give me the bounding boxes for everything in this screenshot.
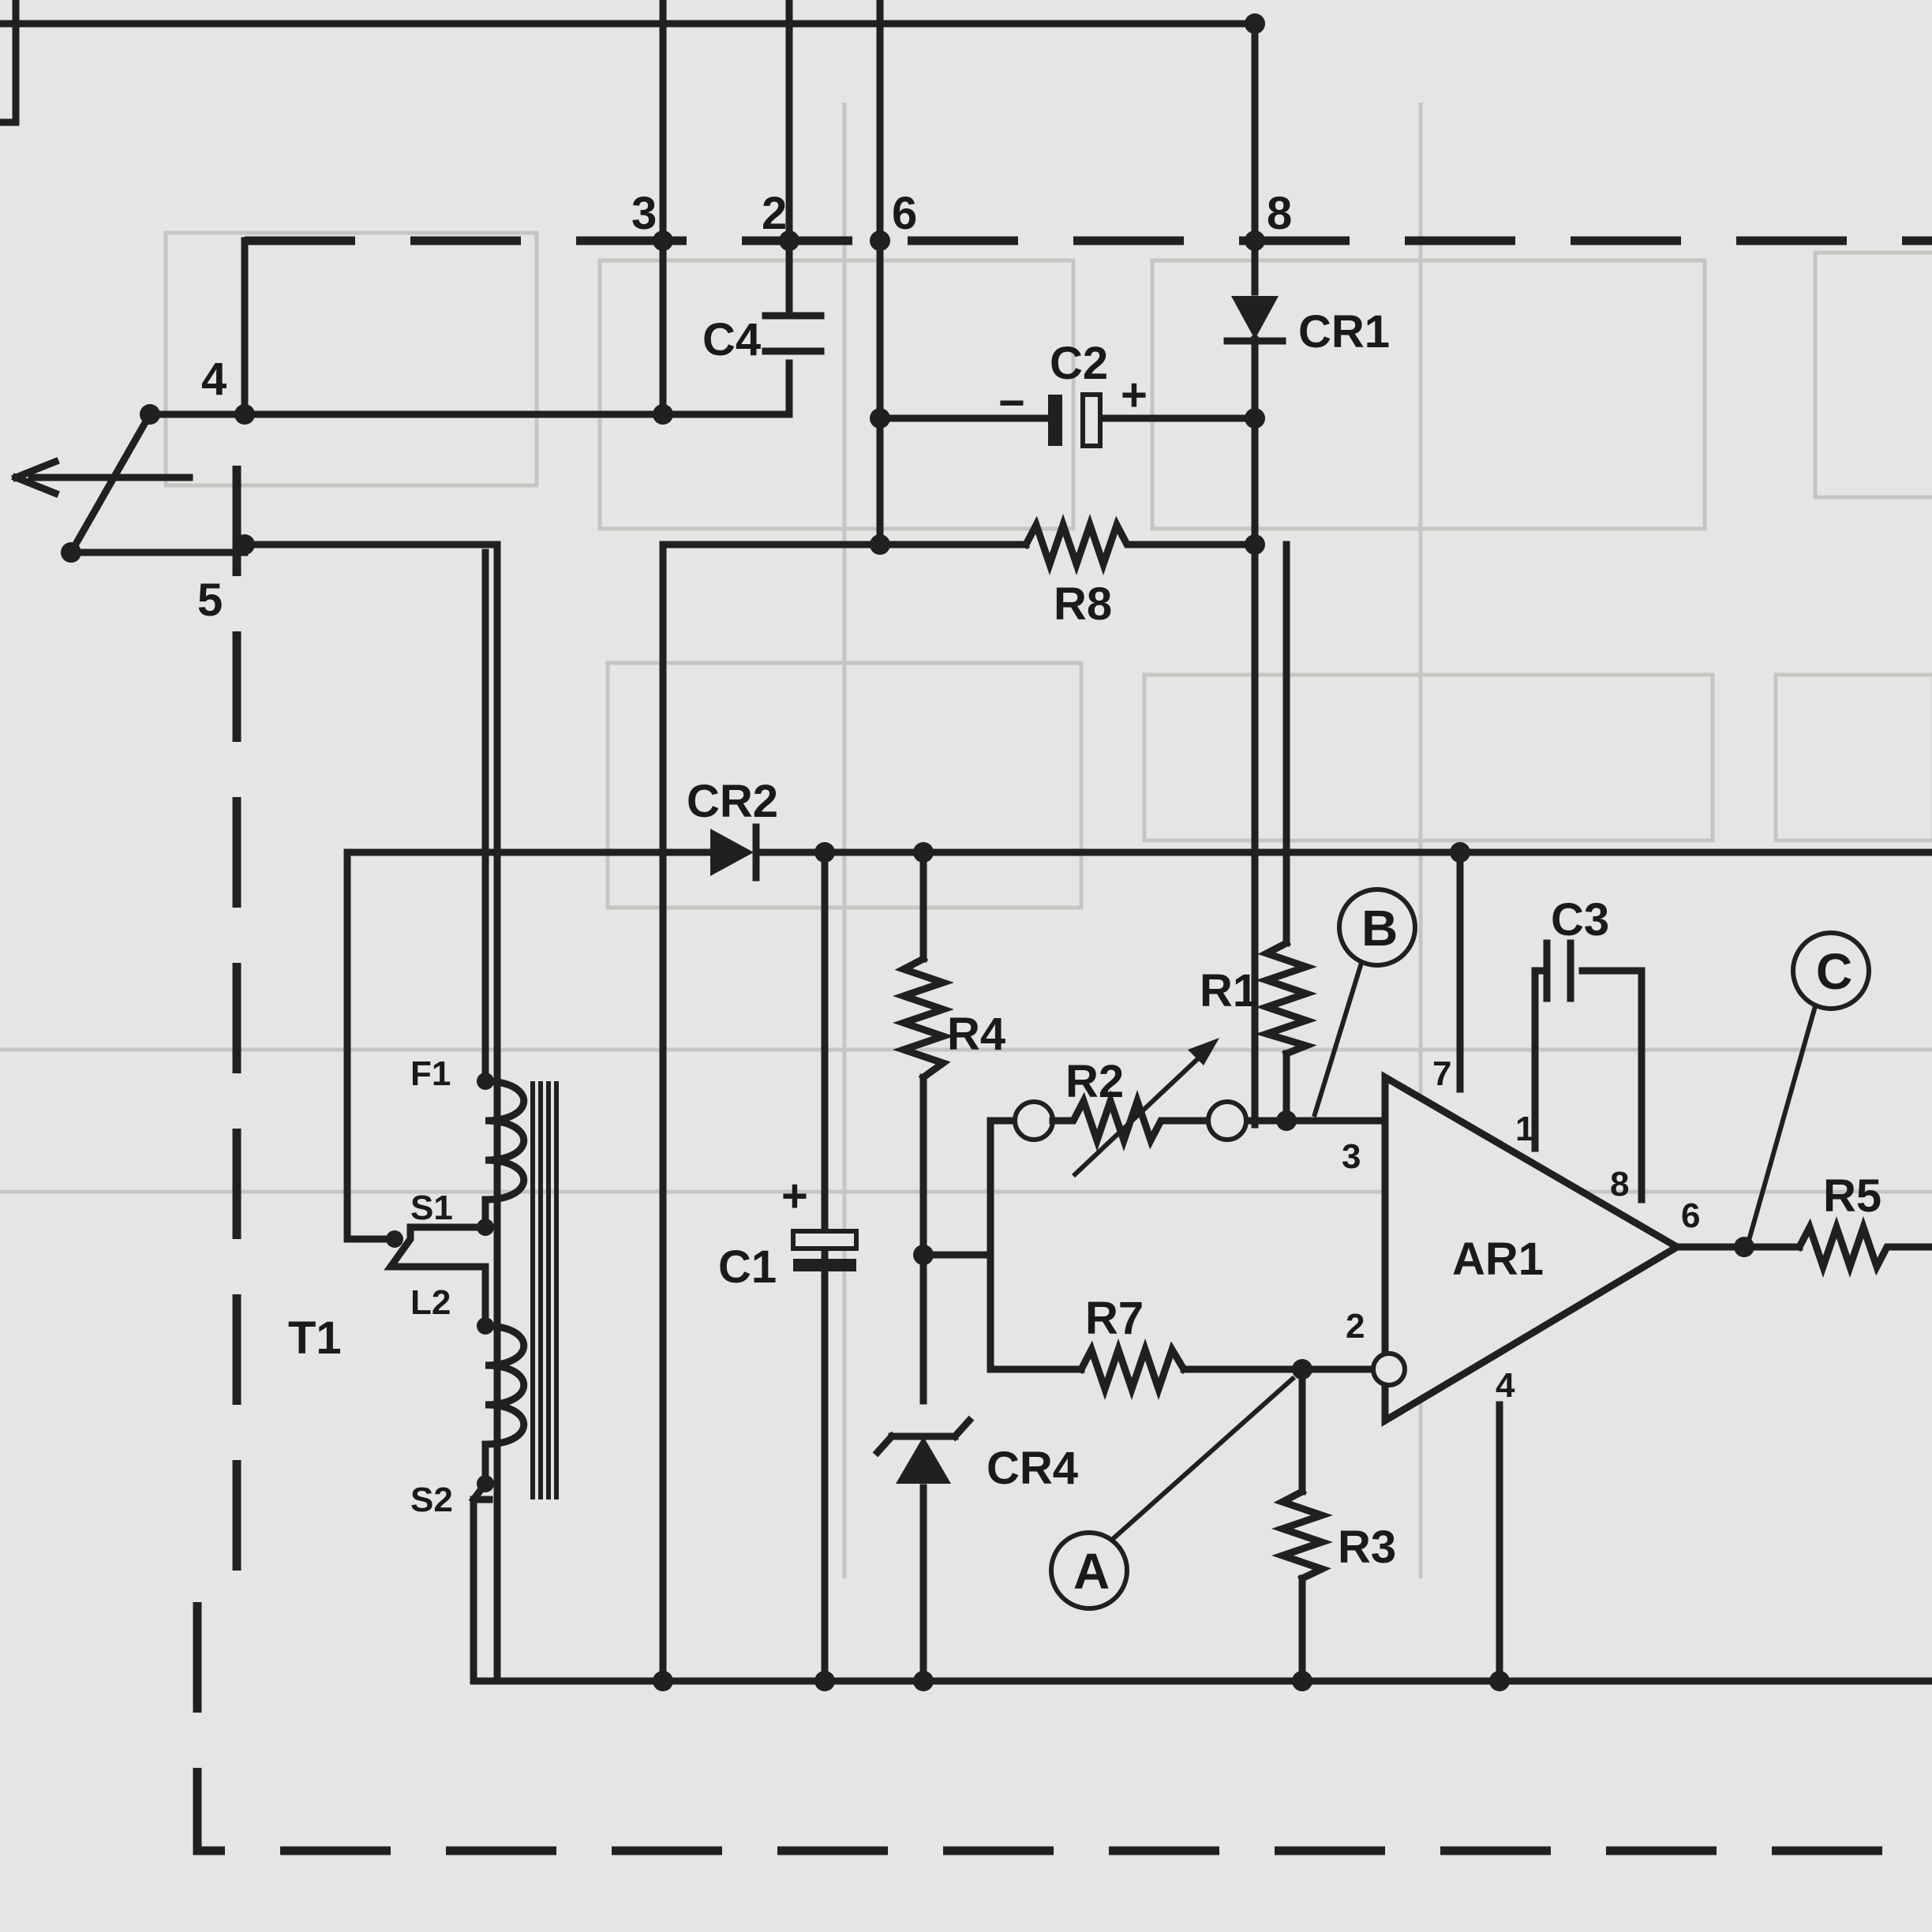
resistor-r3 <box>1271 1486 1333 1584</box>
tap-f1-label: F1 <box>410 1054 451 1093</box>
test-point-a-label: A <box>1073 1543 1110 1600</box>
ar1-pin-7: 7 <box>1432 1054 1451 1093</box>
ar1-pin-8: 8 <box>1610 1165 1629 1204</box>
r1-label: R1 <box>1200 965 1258 1017</box>
capacitor-c2 <box>876 392 1103 448</box>
test-point-b-circle <box>1337 887 1417 968</box>
tap-s2-label: S2 <box>410 1481 453 1519</box>
test-point-c-circle <box>1791 930 1871 1011</box>
opamp-ar1 <box>1371 1071 1684 1427</box>
cr2-label: CR2 <box>687 776 778 827</box>
r7-label: R7 <box>1085 1293 1144 1344</box>
capacitor-c4 <box>762 312 825 355</box>
resistor-r2 <box>1013 1038 1249 1178</box>
c2-plus-mark: + <box>1121 369 1148 421</box>
show-through-background <box>0 103 1932 1578</box>
ar1-pin-1: 1 <box>1515 1110 1534 1148</box>
zener-cr4 <box>872 1415 975 1484</box>
tap-s1-label: S1 <box>410 1189 453 1227</box>
r3-label: R3 <box>1338 1522 1396 1573</box>
connector-pin-5-label: 5 <box>197 575 223 626</box>
connector-pin-6-label: 6 <box>892 188 917 239</box>
diode-cr2 <box>710 823 760 882</box>
ar1-pin-3: 3 <box>1342 1137 1361 1176</box>
tap-l2-label: L2 <box>410 1283 451 1322</box>
resistor-r5 <box>1794 1216 1898 1278</box>
junction-dots <box>234 13 1754 1691</box>
ar1-pin-2: 2 <box>1346 1307 1365 1346</box>
c3-label: C3 <box>1551 894 1609 945</box>
r4-label: R4 <box>947 1009 1005 1060</box>
resistor-r4 <box>893 953 954 1083</box>
test-point-b-label: B <box>1361 900 1398 957</box>
c1-label: C1 <box>718 1241 777 1293</box>
c2-label: C2 <box>1050 338 1108 389</box>
connector-pin-2-label: 2 <box>762 188 787 239</box>
test-points <box>1049 887 1871 1611</box>
r5-label: R5 <box>1823 1170 1881 1222</box>
test-point-a-circle <box>1049 1530 1129 1611</box>
resistor-r1 <box>1255 938 1317 1058</box>
c4-label: C4 <box>702 314 761 365</box>
switch <box>11 404 249 563</box>
diode-cr1 <box>1223 296 1286 345</box>
test-point-c-label: C <box>1816 943 1852 1000</box>
upper-wiring <box>0 0 1259 1685</box>
transformer-t1 <box>384 549 559 1505</box>
cr4-label: CR4 <box>987 1443 1078 1494</box>
c2-minus-mark: − <box>998 377 1025 429</box>
capacitor-c1 <box>791 848 859 1685</box>
connector-pin-4-label: 4 <box>201 354 227 405</box>
resistor-r8 <box>1020 514 1140 575</box>
ar1-pin-4: 4 <box>1496 1366 1515 1405</box>
connector-pin-3-label: 3 <box>631 188 657 239</box>
capacitor-c3 <box>1543 939 1574 1002</box>
connector-pin-8-label: 8 <box>1267 188 1292 239</box>
module-boundary <box>0 0 1932 1855</box>
ar1-pin-6: 6 <box>1681 1196 1700 1235</box>
r2-label: R2 <box>1065 1056 1124 1107</box>
c1-plus-mark: + <box>781 1170 808 1222</box>
t1-label: T1 <box>288 1312 342 1364</box>
r8-label: R8 <box>1054 578 1112 630</box>
ar1-label: AR1 <box>1452 1234 1544 1285</box>
cr1-label: CR1 <box>1298 306 1390 358</box>
resistor-r7 <box>1076 1339 1189 1400</box>
